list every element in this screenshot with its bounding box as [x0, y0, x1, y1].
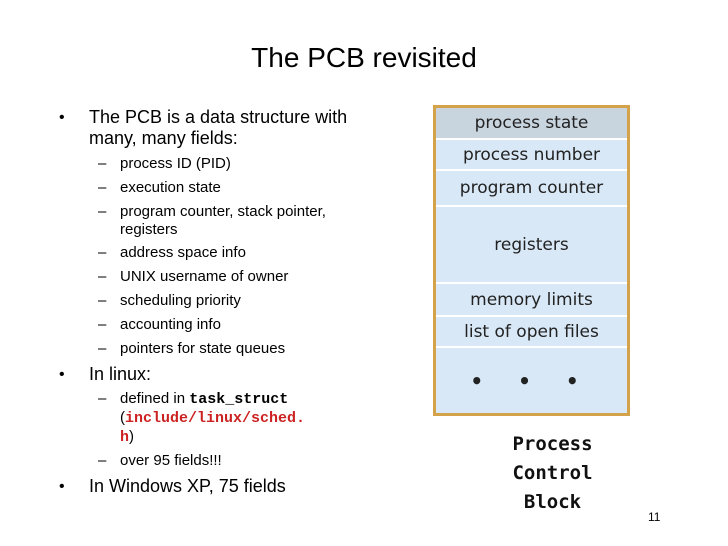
dash-icon: –	[98, 268, 107, 285]
dash-icon: –	[98, 340, 107, 357]
sub-bullet: –scheduling priority	[58, 292, 358, 310]
bullet-dot-icon: •	[59, 366, 65, 383]
sub-bullet-text: process ID (PID)	[120, 155, 231, 172]
sub-bullet-text: UNIX username of owner	[120, 268, 289, 285]
dash-icon: –	[98, 244, 107, 261]
sub-bullet: –program counter, stack pointer, registe…	[58, 203, 358, 239]
sub-bullet-text: scheduling priority	[120, 292, 241, 309]
paren-close: )	[129, 428, 135, 445]
dash-icon: –	[98, 316, 107, 333]
sub-bullet: –pointers for state queues	[58, 340, 358, 358]
pcb-row-program-counter: program counter	[436, 171, 627, 207]
pcb-row-process-number: process number	[436, 140, 627, 171]
caption-line: Control	[512, 462, 593, 484]
pcb-caption: Process Control Block	[495, 430, 610, 517]
page-number: 11	[648, 510, 661, 524]
pcb-row-ellipsis: • • •	[436, 348, 627, 413]
bullet-text: The PCB is a data structure with many, m…	[89, 107, 348, 148]
sub-bullet: –address space info	[58, 244, 358, 262]
sub-bullet: –accounting info	[58, 316, 358, 334]
dash-icon: –	[98, 292, 107, 309]
bullet-linux: • In linux:	[58, 364, 358, 385]
sub-bullet: –execution state	[58, 179, 358, 197]
slide-title: The PCB revisited	[251, 42, 477, 73]
sub-bullet-text: execution state	[120, 179, 221, 196]
bullet-pcb-structure: • The PCB is a data structure with many,…	[58, 107, 358, 149]
dash-icon: –	[98, 179, 107, 196]
pcb-row-registers: registers	[436, 207, 627, 284]
pcb-row-open-files: list of open files	[436, 317, 627, 348]
bullet-text: In linux:	[89, 364, 152, 384]
pcb-row-memory-limits: memory limits	[436, 284, 627, 317]
sub-bullet: –over 95 fields!!!	[58, 452, 358, 470]
sub-bullet: –UNIX username of owner	[58, 268, 358, 286]
bullet-text: In Windows XP, 75 fields	[89, 476, 286, 496]
sub-bullet-text: pointers for state queues	[120, 340, 286, 357]
code-file-path: include/linux/sched.	[125, 410, 306, 427]
bullet-list: • The PCB is a data structure with many,…	[58, 107, 358, 497]
sub-bullet-text: address space info	[120, 244, 246, 261]
bullet-dot-icon: •	[59, 478, 65, 495]
sub-bullet-text: accounting info	[120, 316, 221, 333]
bullet-windows: • In Windows XP, 75 fields	[58, 476, 358, 497]
code-file-path-end: h	[120, 429, 130, 446]
pcb-diagram: process state process number program cou…	[433, 105, 630, 416]
sub-bullet-text: over 95 fields!!!	[120, 452, 222, 469]
dash-icon: –	[98, 155, 107, 172]
pcb-row-process-state: process state	[436, 108, 627, 140]
sub-bullet-task-struct: –defined in task_struct (include/linux/s…	[58, 390, 358, 447]
sub-bullet: –process ID (PID)	[58, 155, 358, 173]
paren-open: (	[120, 409, 125, 426]
dash-icon: –	[98, 203, 107, 220]
bullet-dot-icon: •	[59, 109, 65, 126]
dash-icon: –	[98, 390, 107, 407]
caption-line: Block	[523, 491, 582, 513]
sub-bullet-text: defined in	[120, 390, 190, 407]
code-task-struct: task_struct	[189, 391, 289, 408]
caption-line: Process	[512, 433, 593, 455]
dash-icon: –	[98, 452, 107, 469]
sub-bullet-text: program counter, stack pointer, register…	[120, 203, 326, 238]
